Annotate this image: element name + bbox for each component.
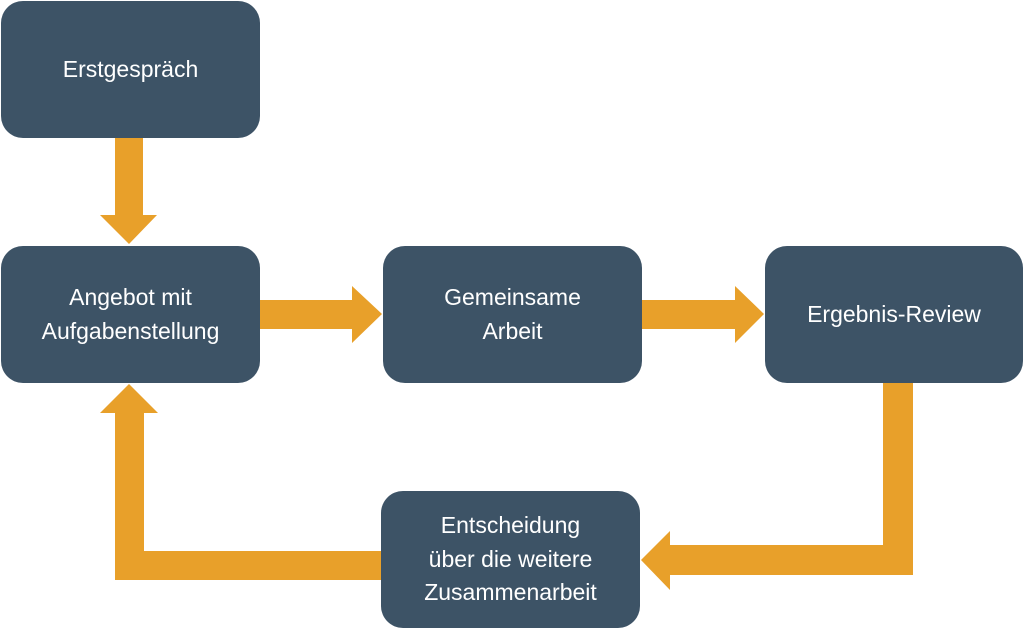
node-erstgespraech: Erstgespräch xyxy=(1,1,260,138)
node-ergebnis-review: Ergebnis-Review xyxy=(765,246,1023,383)
node-label-angebot: Angebot mit Aufgabenstellung xyxy=(41,284,220,344)
node-label-gemeinsame-arbeit: Gemeinsame Arbeit xyxy=(444,284,581,344)
arrow-gemeinsame-arbeit-to-ergebnis-review xyxy=(642,286,764,343)
arrow-entscheidung-to-angebot xyxy=(100,384,381,580)
node-gemeinsame-arbeit: Gemeinsame Arbeit xyxy=(383,246,642,383)
arrow-angebot-to-gemeinsame-arbeit xyxy=(260,286,382,343)
node-label-entscheidung: Entscheidung über die weitere Zusammenar… xyxy=(424,512,597,606)
node-angebot-mit-aufgabenstellung: Angebot mit Aufgabenstellung xyxy=(1,246,260,383)
arrow-erstgespraech-to-angebot xyxy=(100,138,157,244)
arrow-ergebnis-review-to-entscheidung xyxy=(641,383,913,590)
node-label-ergebnis-review: Ergebnis-Review xyxy=(807,300,981,327)
node-entscheidung: Entscheidung über die weitere Zusammenar… xyxy=(381,491,640,628)
node-label-erstgespraech: Erstgespräch xyxy=(62,55,199,82)
